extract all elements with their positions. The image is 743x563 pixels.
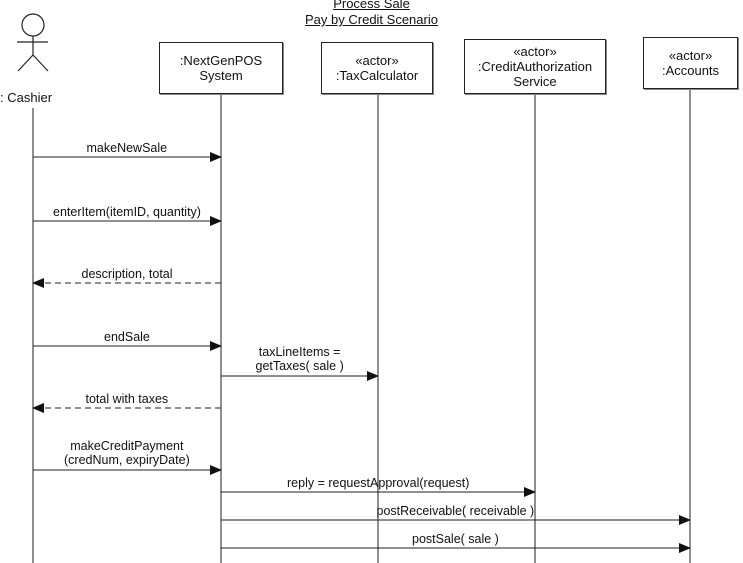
participant-stereotype: «actor» bbox=[355, 53, 399, 68]
message-label-line: postSale( sale ) bbox=[412, 532, 499, 546]
participant-accounts-box: «actor» :Accounts bbox=[643, 37, 738, 89]
diagram-title-line1: Process Sale bbox=[333, 0, 410, 11]
message-label-line: postReceivable( receivable ) bbox=[376, 504, 535, 518]
message-label-line: endSale bbox=[104, 330, 150, 344]
diagram-title-line2: Pay by Credit Scenario bbox=[305, 12, 438, 27]
message-label-line: description, total bbox=[81, 267, 173, 281]
message-label-line: makeNewSale bbox=[86, 141, 168, 155]
participant-name-line: System bbox=[199, 68, 243, 83]
message-label-line: enterItem(itemID, quantity) bbox=[53, 205, 201, 219]
participant-taxcalculator-box: «actor» :TaxCalculator bbox=[321, 42, 433, 94]
participant-name-line: Service bbox=[513, 74, 557, 89]
message-label: taxLineItems =getTaxes( sale ) bbox=[256, 345, 344, 373]
message-label: endSale bbox=[104, 330, 150, 344]
message-label-line: getTaxes( sale ) bbox=[255, 359, 344, 373]
message-label-line: (credNum, expiryDate) bbox=[64, 453, 190, 467]
participant-cashier-label: : Cashier bbox=[0, 90, 53, 105]
participant-stereotype: «actor» bbox=[513, 44, 557, 59]
message-label: total with taxes bbox=[86, 392, 169, 406]
message-label: postSale( sale ) bbox=[412, 532, 499, 546]
message-label: makeCreditPayment(credNum, expiryDate) bbox=[64, 439, 190, 467]
actor-stick-figure-icon bbox=[17, 13, 49, 72]
participant-name-line: :TaxCalculator bbox=[335, 68, 419, 83]
participant-name-line: :CreditAuthorization bbox=[477, 59, 593, 74]
participant-name-line: :Accounts bbox=[661, 63, 720, 78]
participant-stereotype: «actor» bbox=[668, 48, 713, 63]
participant-creditauthorization-box: «actor» :CreditAuthorization Service bbox=[464, 39, 606, 94]
message-label-line: taxLineItems = bbox=[258, 345, 341, 359]
participant-nextgenpos-box: :NextGenPOS System bbox=[159, 42, 283, 94]
participant-name-line: :NextGenPOS bbox=[179, 53, 263, 68]
message-label: description, total bbox=[82, 267, 173, 281]
message-label: makeNewSale bbox=[87, 141, 168, 155]
message-label: reply = requestApproval(request) bbox=[287, 476, 469, 490]
message-label-line: makeCreditPayment bbox=[70, 439, 184, 453]
message-label: enterItem(itemID, quantity) bbox=[53, 205, 201, 219]
message-label-line: reply = requestApproval(request) bbox=[287, 476, 470, 490]
message-label-line: total with taxes bbox=[85, 392, 169, 406]
message-label: postReceivable( receivable ) bbox=[377, 504, 535, 518]
